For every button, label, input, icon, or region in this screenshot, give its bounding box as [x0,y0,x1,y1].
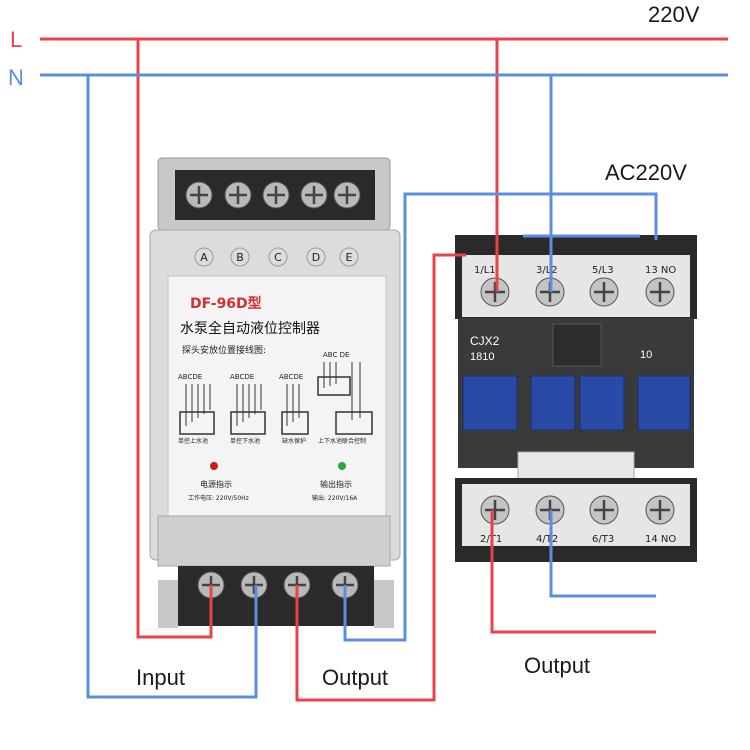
controller-title: 水泵全自动液位控制器 [180,320,320,337]
contactor-aux-value: 10 [640,349,652,361]
terminal-label: 4/T2 [536,534,558,545]
neutral-label: N [8,65,24,90]
line-label: L [10,27,22,52]
svg-text:ABCDE: ABCDE [279,373,303,381]
neutral-to-input-wire [86,75,258,699]
probe-letter: A [200,251,208,264]
wires [40,37,728,702]
diagram-label: 缺水保护 [282,437,306,445]
terminal-label: 13 NO [645,265,676,276]
controller-output-label: Output [322,665,388,690]
diagram-label: 单控上水池 [178,437,208,445]
terminal-label: 5/L3 [592,265,614,276]
output-to-coil-neutral-wire [343,192,658,642]
probe-letter: E [346,251,353,264]
contactor-model: CJX2 [470,334,500,348]
power-indicator-led [210,462,218,470]
coil-voltage-label: AC220V [605,160,687,185]
line-to-input-wire [136,39,213,639]
output-indicator-label: 输出指示 [320,479,352,489]
contactor-top-screws [480,277,675,307]
terminal-label: 3/L2 [536,265,558,276]
top-screw-terminals [185,181,361,209]
t1-output-wire [490,510,656,634]
probe-letters: A B C D E [194,247,359,267]
terminal-label: 6/T3 [592,534,614,545]
probe-letter: B [236,251,244,264]
diagram-label: 上下水池联合控制 [318,437,366,445]
level-controller: A B C D E DF-96D型 水泵全自动液位控制器 探头安放位置接线图: … [149,157,401,628]
working-voltage: 工作电压: 220V/50Hz [188,494,249,502]
controller-subtitle: 探头安放位置接线图: [182,344,266,356]
contactor-rating: 1810 [470,351,494,363]
contactor-output-label: Output [524,653,590,678]
input-label: Input [136,665,185,690]
controller-model: DF-96D型 [190,295,262,312]
contactor: 1/L1 3/L2 5/L3 13 NO CJX2 1810 10 [455,235,697,562]
t2-output-wire [549,510,656,598]
terminal-label: 14 NO [645,534,676,545]
diagram-label: 单控下水池 [230,437,260,445]
output-to-coil-wire [295,253,466,702]
svg-text:ABC DE: ABC DE [323,351,349,359]
svg-text:ABCDE: ABCDE [230,373,254,381]
probe-letter: C [274,251,282,264]
contactor-buttons [462,375,691,431]
terminal-label: 1/L1 [474,265,496,276]
output-rating: 输出: 220V/16A [312,494,358,502]
probe-diagrams: ABCDE ABCDE ABCDE ABC DE 单控上水池 单控下水池 缺水保… [178,351,373,445]
supply-voltage-label: 220V [648,2,700,27]
contactor-bottom-screws [480,495,675,525]
svg-text:ABCDE: ABCDE [178,373,202,381]
probe-letter: D [312,251,320,264]
output-indicator-led [338,462,346,470]
power-indicator-label: 电源指示 [200,479,232,489]
